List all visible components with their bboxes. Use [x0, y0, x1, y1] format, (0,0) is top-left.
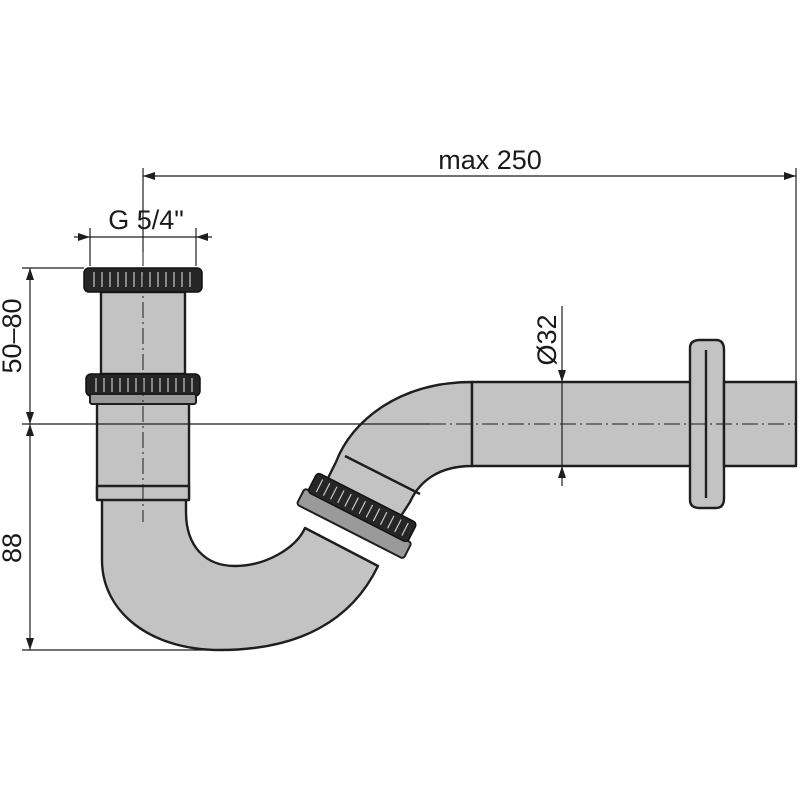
- siphon-assembly: [83, 267, 798, 652]
- dimension-depth: 88: [0, 424, 214, 651]
- depth-label: 88: [0, 533, 27, 563]
- dimension-height-adjust: 50–80: [0, 267, 430, 425]
- dimension-max-length: max 250: [142, 145, 797, 382]
- u-bend-trap: [100, 496, 380, 652]
- max-length-label: max 250: [438, 145, 542, 175]
- bend-union-nut: [296, 472, 417, 559]
- dimension-thread: G 5/4": [74, 205, 212, 266]
- wall-pipe: [722, 380, 798, 468]
- dimension-diameter: Ø32: [532, 306, 566, 486]
- diameter-label: Ø32: [532, 314, 562, 365]
- height-adjust-label: 50–80: [0, 298, 27, 373]
- thread-label: G 5/4": [108, 205, 184, 235]
- collar-line: [344, 454, 421, 496]
